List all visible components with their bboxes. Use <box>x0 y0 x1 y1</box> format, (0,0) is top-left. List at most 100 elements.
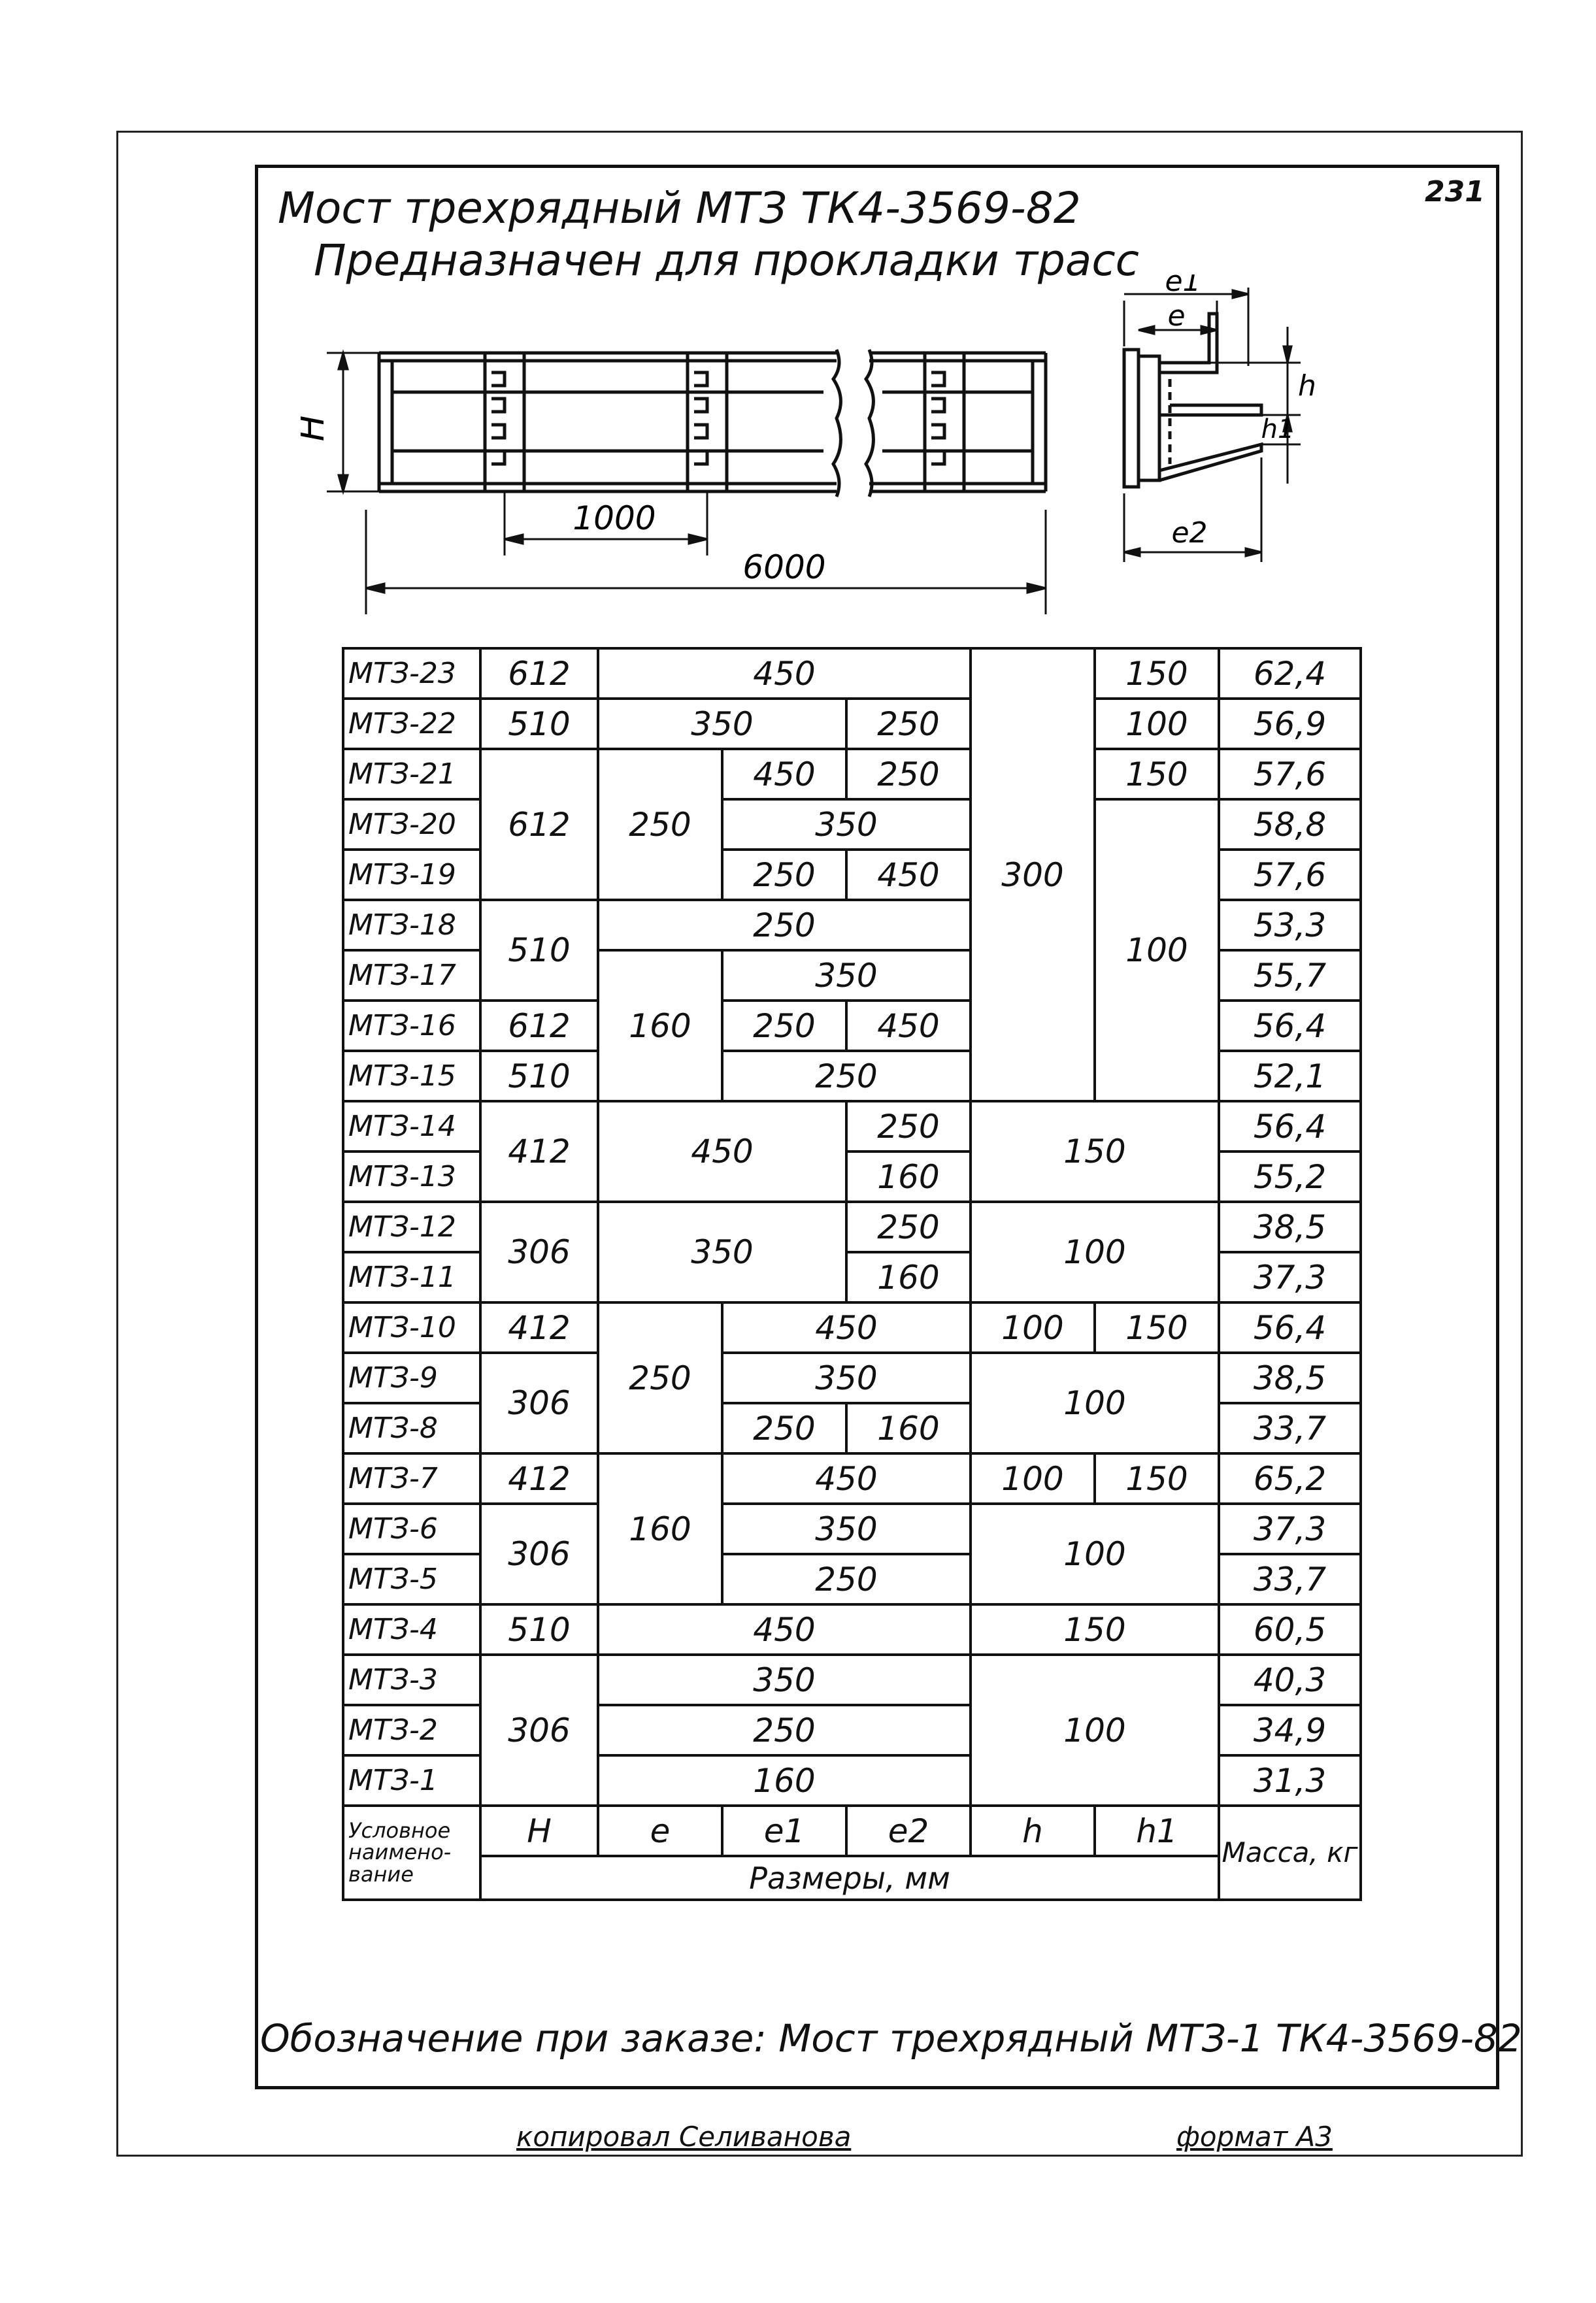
cell-e1: 450 <box>720 1301 973 1354</box>
table-units-row: Размеры, мм <box>343 1855 1361 1901</box>
cell-e: 250 <box>596 899 973 952</box>
cell-mass: 56,9 <box>1218 697 1363 750</box>
cell-e1: 250 <box>721 848 848 901</box>
title-line-2: Предназначен для прокладки трасс <box>314 235 1139 286</box>
cell-mass: 34,9 <box>1218 1704 1363 1757</box>
specification-table: МТЗ-23 612 450 300 150 62,4 МТЗ-22 510 3… <box>342 647 1363 1901</box>
cell-e1: 350 <box>720 798 973 851</box>
cell-H: 510 <box>479 1050 599 1102</box>
cell-mass: 38,5 <box>1218 1351 1363 1404</box>
dim-6000-label: 6000 <box>742 548 825 586</box>
cell-h: 100 <box>969 1452 1097 1505</box>
row-name: МТЗ-8 <box>342 1402 482 1455</box>
row-name: МТЗ-10 <box>342 1301 482 1354</box>
cell-H: 510 <box>479 899 599 1002</box>
drawing-frame <box>255 165 1499 2089</box>
cell-e: 160 <box>597 949 723 1102</box>
cell-mass: 33,7 <box>1218 1553 1363 1606</box>
table-row: МТЗ-22 510 350 250 100 56,9 <box>342 697 1363 750</box>
cell-e: 350 <box>597 697 848 750</box>
cell-e1: 250 <box>720 1050 973 1102</box>
table-header-row: Условное наимено-вание H e e1 e2 h h1 Ма… <box>342 1804 1363 1901</box>
cell-e2: 250 <box>844 748 973 801</box>
dim-e-label: e <box>1167 299 1185 333</box>
cell-mass: 65,2 <box>1218 1452 1363 1505</box>
cell-e: 450 <box>597 1100 848 1203</box>
table-row: МТЗ-6 306 350 100 37,3 <box>342 1502 1363 1606</box>
dim-h-label: H <box>301 415 332 442</box>
dim-e1-label: e1 <box>1165 274 1201 298</box>
cell-e: 250 <box>596 1704 973 1757</box>
cell-mass: 57,6 <box>1218 848 1363 901</box>
cell-H: 306 <box>479 1502 599 1606</box>
cell-mass: 55,2 <box>1218 1150 1363 1203</box>
cell-mass: 53,3 <box>1218 899 1363 952</box>
front-view-drawing: H 1000 6000 <box>301 349 1048 614</box>
cell-e: 350 <box>596 1653 973 1706</box>
row-name: МТЗ-14 <box>342 1100 482 1153</box>
cell-h1: 100 <box>1093 798 1221 1102</box>
cell-h: 100 <box>969 1201 1221 1304</box>
outer-frame <box>116 131 1523 2157</box>
row-name: МТЗ-11 <box>342 1251 482 1304</box>
cell-e2: 250 <box>844 697 973 750</box>
row-name: МТЗ-15 <box>342 1050 482 1102</box>
cell-e2: 160 <box>844 1150 973 1203</box>
side-view-drawing: e1 e h h1 e2 <box>1122 274 1316 562</box>
cell-H: 412 <box>479 1100 599 1203</box>
table-row: МТЗ-3 306 350 100 40,3 <box>342 1653 1363 1807</box>
header-e: e <box>597 1804 723 1857</box>
table-row: МТЗ-1 160 31,3 <box>342 1754 1363 1807</box>
row-name: МТЗ-18 <box>342 899 482 952</box>
cell-mass: 37,3 <box>1218 1251 1363 1304</box>
cell-mass: 57,6 <box>1218 748 1363 801</box>
sheet-number: 231 <box>1425 175 1485 208</box>
cell-e1: 450 <box>720 1452 973 1505</box>
row-name: МТЗ-7 <box>342 1452 482 1505</box>
cell-h: 100 <box>969 1653 1221 1807</box>
cell-mass: 52,1 <box>1218 1050 1363 1102</box>
cell-e: 250 <box>597 1301 723 1455</box>
cell-e2: 250 <box>844 1201 973 1253</box>
row-name: МТЗ-23 <box>342 647 482 700</box>
cell-H: 612 <box>479 647 599 700</box>
row-name: МТЗ-20 <box>342 798 482 851</box>
cell-H: 510 <box>479 697 599 750</box>
cell-e2: 450 <box>844 999 973 1052</box>
copied-by-signature: копировал Селиванова <box>516 2121 852 2153</box>
header-mass: Масса, кг <box>1218 1804 1363 1901</box>
table-row: МТЗ-15 510 250 52,1 <box>342 1050 1363 1102</box>
cell-e: 450 <box>596 1603 973 1656</box>
cell-e2: 450 <box>844 848 973 901</box>
row-name: МТЗ-12 <box>342 1201 482 1253</box>
cell-e: 160 <box>597 1452 723 1606</box>
row-name: МТЗ-2 <box>342 1704 482 1757</box>
table-row: МТЗ-5 250 33,7 <box>342 1553 1363 1606</box>
cell-e1: 250 <box>721 999 848 1052</box>
dim-1000-label: 1000 <box>573 499 656 537</box>
row-name: МТЗ-16 <box>342 999 482 1052</box>
table-row: МТЗ-10 412 250 450 100 150 56,4 <box>342 1301 1363 1455</box>
cell-h1: 150 <box>1093 1301 1221 1354</box>
table-row: МТЗ-19 250 450 57,6 <box>342 848 1363 901</box>
format-label: формат А3 <box>1176 2121 1333 2153</box>
row-name: МТЗ-3 <box>342 1653 482 1706</box>
header-h: h <box>969 1804 1097 1857</box>
cell-e1: 350 <box>720 949 973 1002</box>
table-row: МТЗ-14 412 450 250 150 56,4 <box>342 1100 1363 1203</box>
table-row: МТЗ-13 160 55,2 <box>342 1150 1363 1203</box>
table-row: МТЗ-9 306 350 100 38,5 <box>342 1351 1363 1455</box>
cell-mass: 60,5 <box>1218 1603 1363 1656</box>
table-row: МТЗ-21 612 250 450 250 150 57,6 <box>342 748 1363 901</box>
cell-h: 100 <box>969 1351 1221 1455</box>
row-name: МТЗ-4 <box>342 1603 482 1656</box>
table-row: МТЗ-23 612 450 300 150 62,4 <box>342 647 1363 1102</box>
cell-mass: 58,8 <box>1218 798 1363 851</box>
table-row: МТЗ-16 612 250 450 56,4 <box>342 999 1363 1052</box>
cell-e1: 250 <box>720 1553 973 1606</box>
row-name: МТЗ-5 <box>342 1553 482 1606</box>
cell-h: 150 <box>969 1603 1221 1656</box>
table-row: МТЗ-17 160 350 55,7 <box>342 949 1363 1102</box>
table-row: МТЗ-12 306 350 250 100 38,5 <box>342 1201 1363 1304</box>
cell-mass: 56,4 <box>1218 1301 1363 1354</box>
